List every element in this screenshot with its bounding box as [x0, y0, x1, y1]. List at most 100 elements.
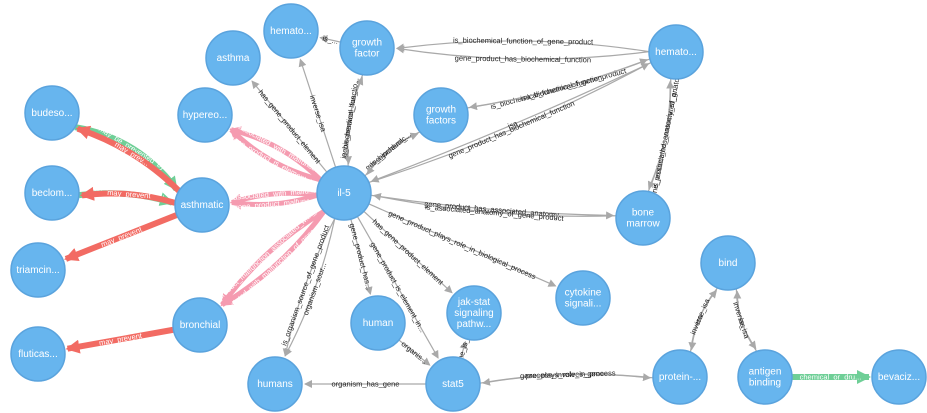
edge-line[interactable] — [396, 40, 650, 53]
edge-line[interactable] — [282, 218, 336, 357]
edge-line[interactable] — [75, 125, 182, 194]
node-il5[interactable]: il-5 — [316, 165, 372, 221]
node-beclom[interactable]: beclom... — [24, 165, 80, 221]
node-humans[interactable]: humans — [247, 356, 303, 412]
edge-line[interactable] — [284, 218, 336, 357]
edge-asthmatic-beclom[interactable]: may_prevent — [79, 186, 176, 206]
node-triamcin[interactable]: triamcin... — [10, 242, 66, 298]
node-circle[interactable] — [174, 177, 230, 233]
edge-line[interactable] — [372, 192, 617, 217]
edge-line[interactable] — [64, 212, 179, 262]
edge-label: organism_has_gene — [332, 380, 400, 389]
node-circle[interactable] — [339, 20, 395, 76]
node-circle[interactable] — [555, 270, 611, 326]
edge-line[interactable] — [366, 131, 421, 176]
node-bevaciz[interactable]: bevaciz... — [871, 349, 927, 405]
node-label: fluticas... — [18, 349, 57, 360]
node-circle[interactable] — [247, 356, 303, 412]
edge-line[interactable] — [319, 35, 341, 43]
edge-line[interactable] — [370, 62, 652, 183]
node-hypereo[interactable]: hypereo... — [177, 87, 233, 143]
edge-growth_factor-hemato1[interactable]: is_... — [319, 34, 341, 46]
edge-line[interactable] — [363, 210, 453, 294]
edge-line[interactable] — [396, 45, 650, 60]
edge-line[interactable] — [350, 218, 373, 295]
edge-line[interactable] — [220, 209, 326, 307]
node-budeso[interactable]: budeso... — [24, 85, 80, 141]
edge-hemato2-growth_factor[interactable]: is_biochemical_function_of_gene_product — [396, 36, 650, 53]
node-bind[interactable]: bind — [700, 235, 756, 291]
node-circle[interactable] — [24, 85, 80, 141]
node-circle[interactable] — [446, 285, 502, 341]
edge-line[interactable] — [74, 124, 179, 192]
edge-line[interactable] — [468, 58, 651, 111]
node-protein[interactable]: protein-... — [652, 349, 708, 405]
edge-line[interactable] — [459, 340, 468, 359]
edge-il5-human[interactable]: gene_product_has... — [348, 218, 374, 295]
node-circle[interactable] — [10, 326, 66, 382]
node-circle[interactable] — [425, 356, 481, 412]
node-circle[interactable] — [172, 297, 228, 353]
node-circle[interactable] — [177, 87, 233, 143]
edge-line[interactable] — [735, 288, 757, 350]
node-asthmatic[interactable]: asthmatic — [174, 177, 230, 233]
node-circle[interactable] — [652, 349, 708, 405]
edge-line[interactable] — [298, 58, 337, 168]
edge-line[interactable] — [79, 186, 176, 206]
edge-line[interactable] — [368, 63, 650, 184]
node-circle[interactable] — [648, 24, 704, 80]
edge-asthmatic-triamcin[interactable]: may_prevent — [64, 212, 179, 262]
edge-line[interactable] — [368, 203, 557, 287]
edge-line[interactable] — [356, 216, 439, 359]
edge-line[interactable] — [229, 126, 323, 182]
node-fluticas[interactable]: fluticas... — [10, 326, 66, 382]
edge-line[interactable] — [65, 326, 174, 354]
edge-antigen-bevaciz[interactable]: chemical_or_dru... — [792, 370, 871, 384]
edge-line[interactable] — [370, 194, 615, 220]
node-hemato2[interactable]: hemato... — [648, 24, 704, 80]
edge-line[interactable] — [364, 132, 419, 177]
edge-line[interactable] — [343, 74, 364, 165]
node-circle[interactable] — [737, 349, 793, 405]
edge-protein-stat5[interactable]: gene_plays_role_in_process — [482, 368, 654, 386]
node-human[interactable]: human — [350, 295, 406, 351]
node-stat5[interactable]: stat5 — [425, 356, 481, 412]
edge-human-stat5[interactable]: organis... — [398, 339, 431, 366]
edge-line[interactable] — [688, 287, 718, 351]
node-circle[interactable] — [263, 3, 319, 59]
edge-line[interactable] — [251, 80, 328, 173]
edge-stat5-humans[interactable]: organism_has_gene — [304, 380, 427, 389]
edge-asthmatic-budeso[interactable]: may_prev... — [75, 125, 182, 194]
node-circle[interactable] — [205, 30, 261, 86]
edge-bind-antigen[interactable]: inverse_isa — [731, 288, 757, 350]
edge-line[interactable] — [647, 80, 675, 192]
node-circle[interactable] — [871, 349, 927, 405]
node-circle[interactable] — [24, 165, 80, 221]
edge-line[interactable] — [220, 209, 327, 307]
edge-line[interactable] — [398, 339, 431, 366]
node-hemato1[interactable]: hemato... — [263, 3, 319, 59]
edge-hemato2-growth_factor[interactable]: gene_product_has_biochemical_function — [396, 45, 650, 64]
node-circle[interactable] — [413, 87, 469, 143]
edge-hemato2-il5[interactable]: isa — [370, 62, 652, 183]
node-circle[interactable] — [316, 165, 372, 221]
edge-bone_marrow-hemato2[interactable]: is_associated_anatomy_of_g... — [647, 80, 680, 192]
edge-line[interactable] — [482, 373, 654, 386]
edge-bronchial-fluticas[interactable]: may_prevent — [65, 326, 174, 354]
edge-growth_factor-il5[interactable]: is_biochemical_functio... — [339, 74, 364, 165]
node-asthma[interactable]: asthma — [205, 30, 261, 86]
node-circle[interactable] — [350, 295, 406, 351]
node-circle[interactable] — [10, 242, 66, 298]
edge-line[interactable] — [229, 190, 318, 206]
edge-bind-protein[interactable]: inverse_isa — [688, 287, 718, 351]
node-circle[interactable] — [700, 235, 756, 291]
node-bronchial[interactable]: bronchial — [172, 297, 228, 353]
node-circle[interactable] — [615, 190, 671, 246]
